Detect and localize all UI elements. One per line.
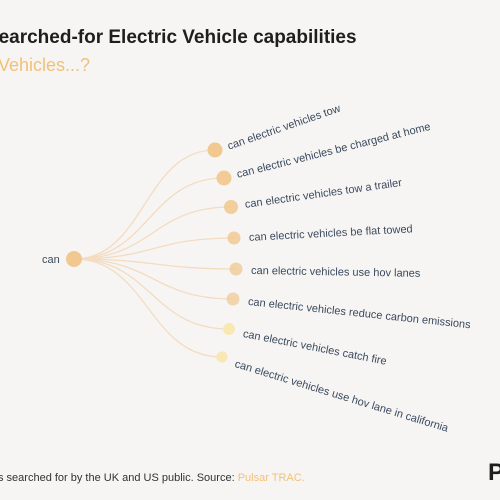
footer-note: s searched for by the UK and US public. … (0, 472, 305, 484)
chart-title: searched-for Electric Vehicle capabiliti… (0, 27, 357, 48)
root-label: can (42, 254, 60, 266)
tree-nodes (207, 142, 243, 363)
tree-node[interactable] (227, 231, 241, 245)
chart-subtitle: Vehicles...? (0, 55, 91, 75)
tree-node-label: can electric vehicles tow a trailer (244, 177, 403, 211)
tree-node[interactable] (226, 292, 240, 306)
brand-logo: P (488, 459, 500, 486)
tree-link (73, 177, 225, 260)
tree-link (73, 258, 230, 330)
tree-node-label: can electric vehicles reduce carbon emis… (247, 296, 471, 331)
tree-node[interactable] (216, 351, 228, 363)
footer-text: s searched for by the UK and US public. … (0, 472, 238, 484)
tree-node[interactable] (224, 200, 238, 214)
tree-node-label: can electric vehicles be flat towed (249, 223, 413, 244)
tree-labels: can electric vehicles tow can electric ve… (226, 103, 472, 435)
tree-node-label: can electric vehicles tow (226, 103, 342, 153)
tree-node[interactable] (216, 170, 232, 186)
tree-node[interactable] (229, 262, 243, 276)
tree-link (73, 206, 232, 260)
tree-node-label: can electric vehicles use hov lane in ca… (233, 358, 450, 435)
tree-link (73, 149, 216, 260)
tree-node[interactable] (207, 142, 223, 158)
tree-node-label: can electric vehicles catch fire (242, 328, 388, 368)
tree-link (73, 258, 223, 358)
tree-link (73, 237, 235, 260)
tree-node-label: can electric vehicles use hov lanes (251, 265, 421, 280)
footer-source-link[interactable]: Pulsar TRAC. (237, 472, 305, 484)
tree-link (73, 258, 237, 270)
tree-link (73, 258, 234, 300)
tree-links (73, 149, 237, 358)
root-node[interactable] (66, 251, 82, 267)
tree-node[interactable] (223, 323, 235, 335)
